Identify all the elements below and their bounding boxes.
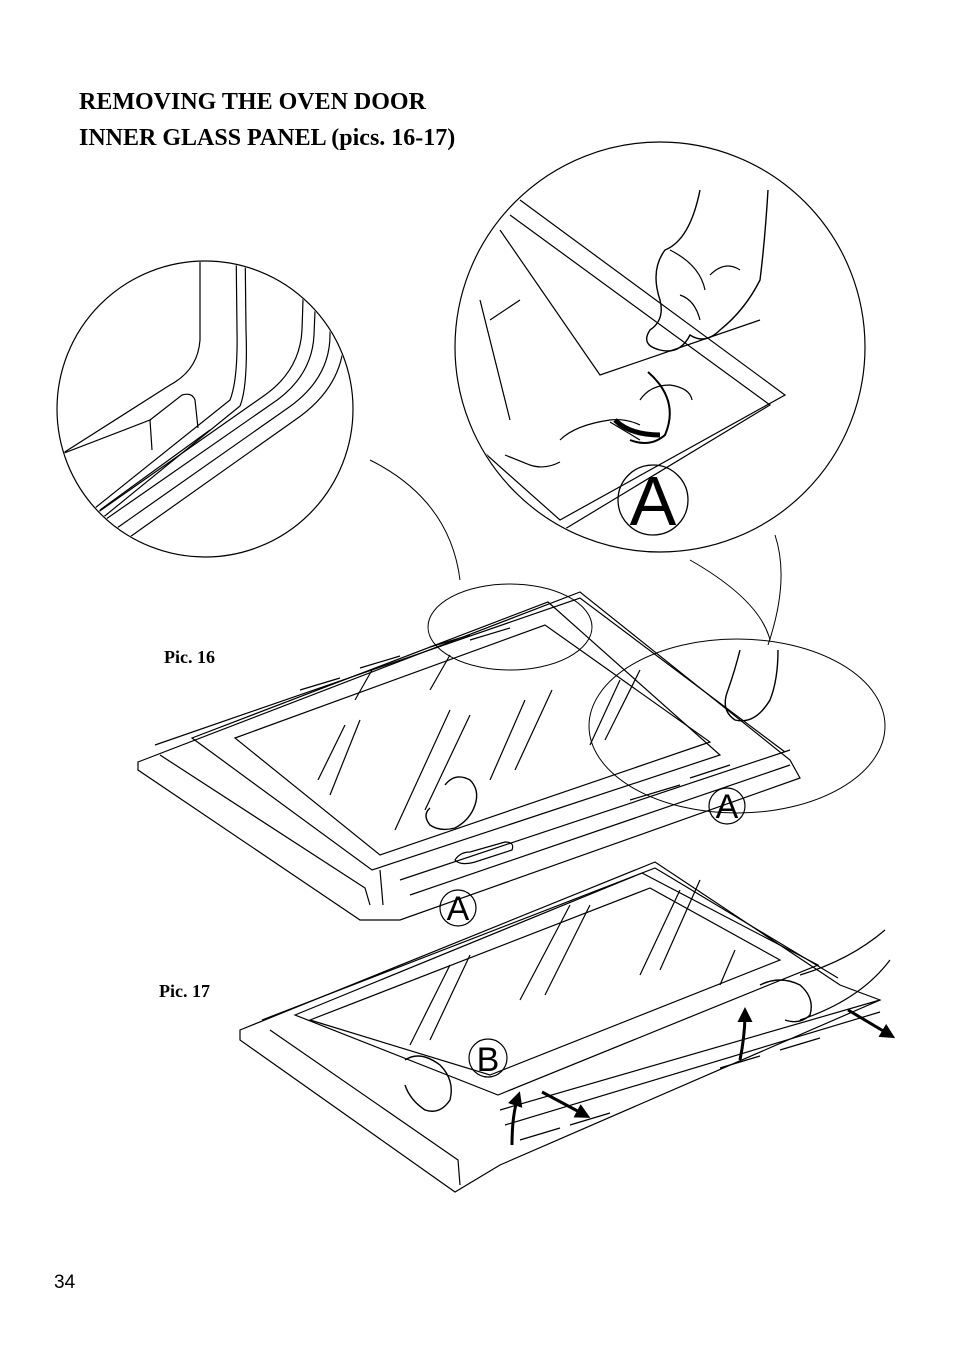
pic17-door — [240, 862, 890, 1192]
page-title: REMOVING THE OVEN DOOR INNER GLASS PANEL… — [79, 84, 455, 156]
pic16-callout-a-bottom: A — [440, 890, 476, 928]
svg-text:A: A — [716, 788, 739, 826]
pic17-callout-b: B — [469, 1039, 507, 1079]
svg-text:B: B — [477, 1041, 500, 1079]
magnifier-connectors — [370, 460, 781, 645]
pic16-callout-a-right: A — [709, 788, 745, 826]
magnifier-circle-left — [20, 240, 353, 585]
callout-a-large: A — [630, 462, 677, 540]
pic17-caption: Pic. 17 — [159, 981, 210, 1001]
title-line-2: INNER GLASS PANEL (pics. 16-17) — [79, 125, 456, 151]
title-line-1: REMOVING THE OVEN DOOR — [79, 89, 426, 115]
page-number: 34 — [54, 1272, 76, 1293]
pic17-arrows — [508, 1007, 896, 1145]
pic16-caption: Pic. 16 — [164, 647, 215, 667]
pic16-door — [138, 592, 800, 920]
svg-text:A: A — [447, 890, 470, 928]
magnifier-circle-right: A — [455, 142, 865, 552]
pic16-zoom-circles — [428, 584, 885, 813]
